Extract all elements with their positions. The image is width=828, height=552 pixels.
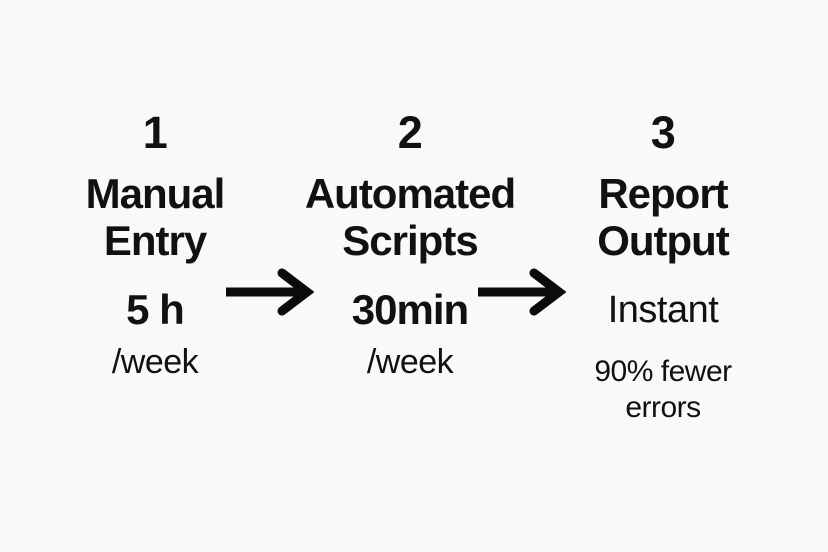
stage-3-metric-block: Instant 90% fewer errors [543, 286, 783, 426]
stage-2-metric-block: 30min /week [290, 286, 530, 382]
stage-3-metric-primary: Instant [607, 289, 719, 331]
stage-2-title: Automated Scripts [304, 170, 516, 264]
stage-2-step-number: 2 [397, 107, 423, 158]
stage-3-report-output: 3 Report Output Instant 90% fewer errors [543, 107, 783, 425]
stage-3-metric-secondary: 90% fewer errors [594, 355, 732, 424]
right-arrow-icon [474, 268, 566, 316]
stage-1-metric-secondary: /week [111, 343, 199, 381]
stage-3-step-number: 3 [650, 107, 676, 158]
stage-1-metric-primary: 5 h [126, 286, 185, 333]
stage-3-title: Report Output [597, 170, 730, 264]
stage-1-title: Manual Entry [85, 170, 226, 264]
stage-1-step-number: 1 [142, 107, 168, 158]
stage-2-metric-primary: 30min [351, 286, 469, 333]
stage-2-metric-secondary: /week [366, 343, 454, 381]
stage-2-automated-scripts: 2 Automated Scripts 30min /week [290, 107, 530, 382]
stage-1-metric-block: 5 h /week [35, 286, 275, 382]
stage-1-manual-entry: 1 Manual Entry 5 h /week [35, 107, 275, 382]
right-arrow-icon [222, 268, 314, 316]
